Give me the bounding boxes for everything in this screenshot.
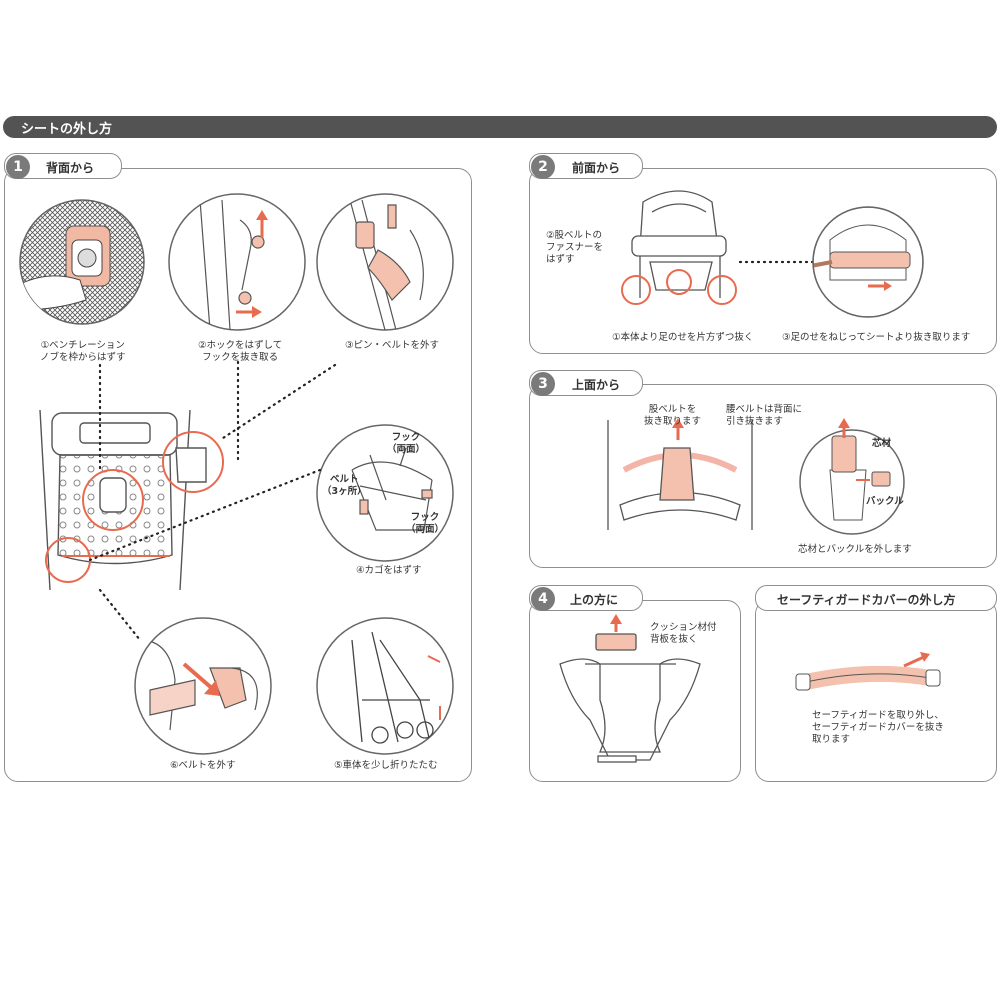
step3-panel	[529, 384, 997, 568]
caption-fold: ⑤車体を少し折りたたむ	[334, 760, 438, 771]
caption-line: はずす	[546, 254, 575, 265]
step2-label: 前面から	[572, 161, 621, 175]
label-belt: ベルト （3ヶ所）	[322, 474, 367, 498]
caption-line: セーフティガードを取り外し、	[812, 710, 944, 721]
step1-label: 背面から	[46, 161, 95, 175]
caption-remove-core-buckle: 芯材とバックルを外します	[798, 544, 912, 555]
basket-illustration	[316, 424, 454, 562]
caption-line: 腰ベルトは背面に	[726, 404, 803, 415]
caption-line: フックを抜き取る	[202, 352, 279, 363]
safety-guard-illustration	[795, 652, 941, 691]
label-hook-bottom: フック （両面）	[406, 512, 444, 536]
guard-label: セーフティガードカバーの外し方	[777, 593, 956, 607]
caption-line: クッション材付	[650, 622, 717, 633]
caption-line: （3ヶ所）	[322, 486, 367, 497]
label-hook-top: フック （両面）	[387, 432, 425, 456]
stroller-back-view	[39, 409, 224, 591]
caption-line: ベルト	[330, 474, 359, 485]
hook-illustration	[168, 193, 306, 331]
caption-line: ②股ベルトの	[546, 230, 603, 241]
buckle-detail	[799, 418, 905, 535]
step2-badge: 2	[531, 155, 555, 179]
caption-hook: ②ホックをはずして フックを抜き取る	[198, 340, 282, 364]
caption-crotch-belt: 股ベルトを 抜き取ります	[644, 404, 701, 428]
step3-badge: 3	[531, 372, 555, 396]
caption-line: セーフティガードカバーを抜き	[812, 722, 944, 733]
label-core: 芯材	[872, 438, 892, 449]
guard-header	[755, 585, 997, 611]
caption-line: （両面）	[406, 524, 445, 535]
seat-top-view	[607, 418, 753, 530]
caption-line: 取ります	[812, 734, 851, 745]
section-title: シートの外し方	[21, 122, 113, 137]
caption-line: 引き抜きます	[726, 416, 784, 427]
seat-back-illustration	[559, 614, 701, 763]
caption-line: フック	[391, 432, 421, 443]
caption-line: ノブを枠からはずす	[40, 352, 126, 363]
remove-belt-illustration	[134, 617, 272, 755]
fold-stroller-illustration	[316, 617, 454, 755]
caption-line: フック	[410, 512, 440, 523]
caption-waist-belt: 腰ベルトは背面に 引き抜きます	[726, 404, 802, 428]
footrest-detail	[813, 207, 923, 317]
section-title-bar: シートの外し方	[3, 116, 997, 138]
caption-remove-belt: ⑥ベルトを外す	[170, 760, 236, 771]
pin-belt-illustration	[316, 193, 454, 331]
caption-line: （両面）	[387, 444, 426, 455]
caption-pin-belt: ③ピン・ベルトを外す	[345, 340, 440, 351]
caption-line: 背板を抜く	[650, 634, 698, 645]
caption-line: ファスナーを	[546, 242, 604, 253]
caption-basket: ④カゴをはずす	[356, 565, 422, 576]
caption-twist-footrest: ③足のせをねじってシートより抜き取ります	[782, 332, 971, 343]
guard-panel	[755, 600, 997, 782]
step4-label: 上の方に	[570, 593, 619, 607]
caption-line: 抜き取ります	[644, 416, 702, 427]
connector-lines	[88, 260, 817, 642]
caption-remove-footrest: ①本体より足のせを片方ずつ抜く	[612, 332, 754, 343]
caption-cushion-back: クッション材付 背板を抜く	[650, 622, 717, 646]
caption-line: 股ベルトを	[648, 404, 697, 415]
caption-line: ①ベンチレーション	[40, 340, 125, 351]
caption-ventilation-knob: ①ベンチレーション ノブを枠からはずす	[40, 340, 126, 364]
caption-crotch-zipper: ②股ベルトの ファスナーを はずす	[546, 230, 603, 266]
caption-safety-guard: セーフティガードを取り外し、 セーフティガードカバーを抜き 取ります	[812, 710, 944, 746]
caption-line: ②ホックをはずして	[198, 340, 283, 351]
step4-badge: 4	[531, 587, 555, 611]
label-buckle: バックル	[866, 496, 904, 507]
step3-label: 上面から	[572, 378, 621, 392]
stroller-front-view	[621, 190, 737, 305]
ventilation-knob-illustration	[19, 199, 145, 325]
step1-badge: 1	[6, 155, 30, 179]
